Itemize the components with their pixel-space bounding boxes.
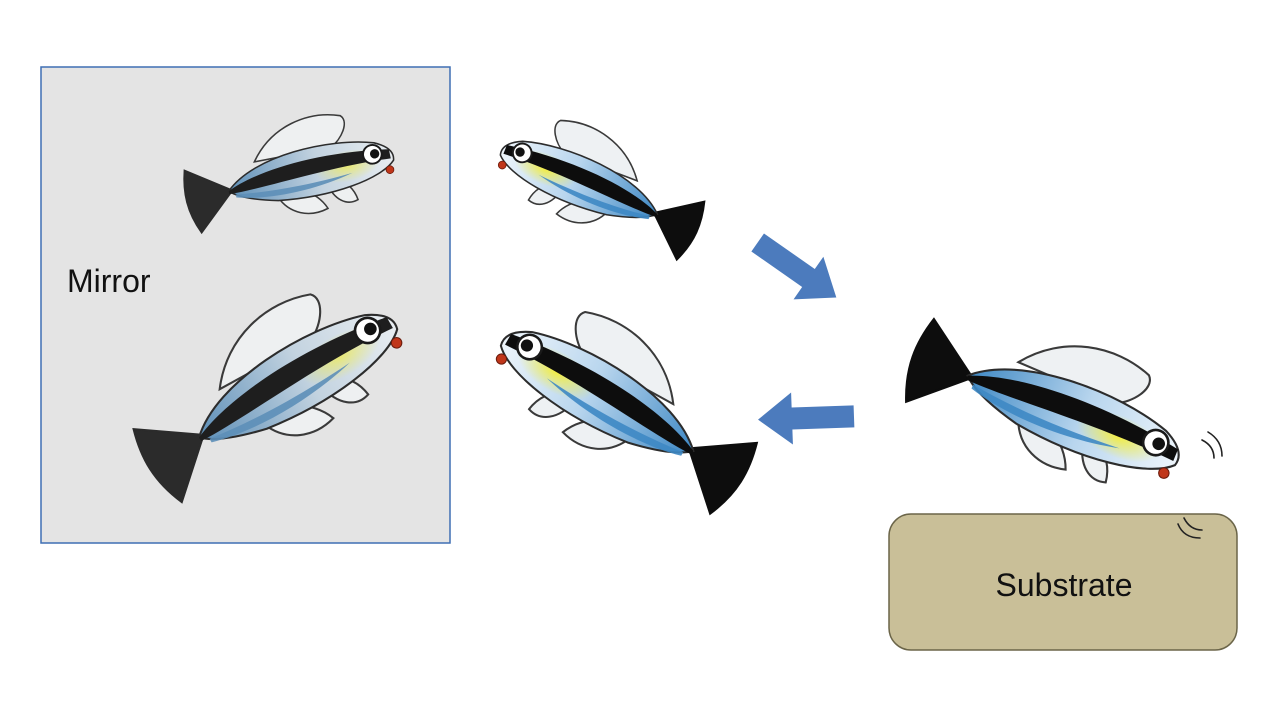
arrow-to-substrate-icon (742, 221, 852, 319)
fish-scraping-substrate (892, 282, 1208, 511)
arrow-to-mirror-icon (757, 390, 855, 446)
fish-facing-mirror-top (485, 98, 720, 268)
scrape-motion-marks-icon (1177, 431, 1223, 539)
substrate-block (888, 513, 1238, 651)
mirror-panel (40, 66, 451, 544)
fish-facing-mirror-bottom (475, 276, 781, 525)
mirror-label: Mirror (67, 263, 151, 299)
substrate-label: Substrate (996, 567, 1133, 603)
